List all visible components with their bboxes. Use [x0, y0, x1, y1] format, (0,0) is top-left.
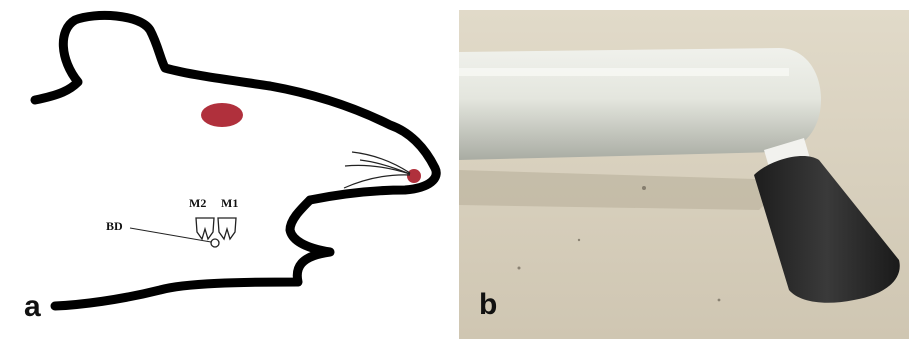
bd-label: BD	[106, 219, 123, 234]
rat-head-illustration	[0, 0, 455, 339]
panel-b-probe-photo: b	[459, 10, 909, 339]
eye-icon	[201, 103, 243, 127]
whiskers-icon	[344, 152, 410, 188]
jaw-outline	[55, 200, 330, 306]
panel-a-letter: a	[24, 290, 41, 324]
probe-photo-illustration	[459, 10, 909, 339]
nose-icon	[407, 169, 421, 183]
molar-teeth-icon	[196, 218, 236, 239]
m2-label: M2	[189, 196, 206, 211]
bone-defect-marker-icon	[211, 239, 219, 247]
panel-a-rat-head-diagram: M2 M1 BD a	[0, 0, 455, 339]
m1-label: M1	[221, 196, 238, 211]
rod-body	[459, 48, 821, 160]
panel-b-letter: b	[479, 288, 497, 322]
rod-highlight	[459, 68, 789, 76]
